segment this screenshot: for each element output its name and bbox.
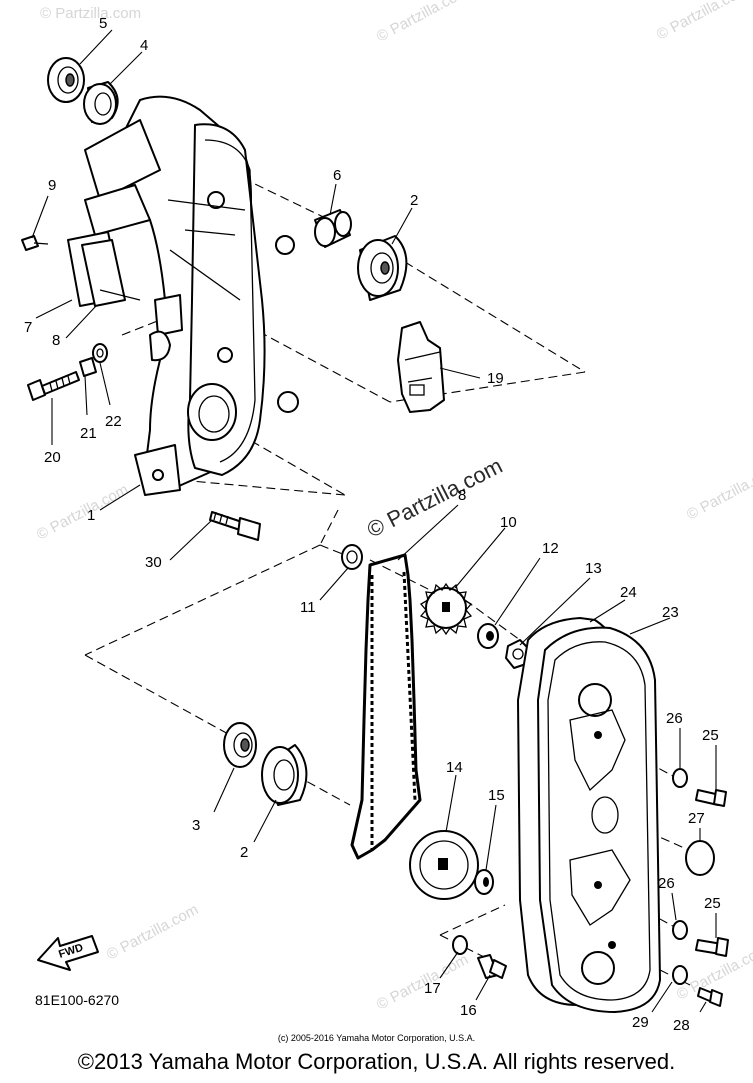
watermark-text: © Partzilla.com [654, 0, 751, 44]
bolt-20 [27, 371, 80, 401]
callout-6: 6 [333, 167, 341, 184]
cover-23 [537, 626, 661, 1013]
callout-4: 4 [140, 37, 148, 54]
nut-21 [79, 357, 97, 377]
washer-26-upper [672, 768, 688, 788]
callout-27: 27 [688, 810, 705, 827]
bolt-16 [477, 954, 507, 979]
callout-16: 16 [460, 1002, 477, 1019]
callout-9: 9 [48, 177, 56, 194]
callout-11: 11 [300, 599, 316, 616]
callout-2-lower: 2 [240, 844, 248, 861]
callout-23: 23 [662, 604, 679, 621]
bolt-25-lower [695, 937, 729, 957]
tensioner-19 [397, 321, 445, 413]
center-watermark: © Partzilla.com [363, 453, 506, 543]
screw-9 [21, 235, 49, 251]
callout-1: 1 [87, 507, 95, 524]
callout-12: 12 [542, 540, 559, 557]
leader-lines [31, 29, 717, 1013]
sprocket-14 [409, 830, 479, 900]
callout-30: 30 [145, 554, 162, 571]
watermark-text: © Partzilla.com [374, 0, 471, 46]
callout-26-lower: 26 [658, 875, 675, 892]
washer-26-lower [672, 920, 688, 940]
callout-25-upper: 25 [702, 727, 719, 744]
callout-20: 20 [44, 449, 61, 466]
oil-seal-5 [47, 57, 85, 103]
callout-21: 21 [80, 425, 97, 442]
callout-5: 5 [99, 15, 107, 32]
small-copyright: (c) 2005-2016 Yamaha Motor Corporation, … [277, 1033, 476, 1043]
washer-17 [452, 935, 468, 955]
callout-29: 29 [632, 1014, 649, 1031]
callout-13: 13 [585, 560, 602, 577]
callout-28: 28 [673, 1017, 690, 1034]
callout-10: 10 [500, 514, 517, 531]
callout-14: 14 [446, 759, 463, 776]
drive-chain [350, 553, 422, 860]
bolt-28 [697, 987, 723, 1007]
diagram-code: 81E100-6270 [35, 992, 119, 1008]
callout-19: 19 [487, 370, 504, 387]
watermark-text: © Partzilla.com [40, 5, 141, 22]
callout-3: 3 [192, 817, 200, 834]
gasket-8 [81, 239, 141, 307]
callout-24: 24 [620, 584, 637, 601]
bolt-30 [209, 511, 261, 541]
callout-22: 22 [105, 413, 122, 430]
bolt-25-upper [695, 789, 727, 807]
watermark-text: © Partzilla.com [684, 461, 753, 523]
washer-29 [672, 965, 688, 985]
washer-15 [474, 869, 494, 895]
callout-15: 15 [488, 787, 505, 804]
bearing-2-upper [357, 235, 408, 301]
callout-8: 8 [52, 332, 60, 349]
sprocket-10 [419, 582, 473, 636]
washer-12 [477, 623, 499, 649]
callout-7: 7 [24, 319, 32, 336]
callout-numbers: 5 4 9 7 8 20 21 22 1 30 6 2 19 8 11 10 1… [24, 15, 721, 1034]
washer-22 [92, 343, 108, 363]
collar-11 [341, 544, 363, 570]
callout-8-chain: 8 [458, 487, 466, 504]
watermark-text: © Partzilla.com [34, 481, 131, 543]
cap-27 [685, 840, 715, 876]
fwd-arrow-icon: FWD [37, 935, 99, 971]
oil-seal-3 [223, 722, 257, 768]
collar-6 [314, 209, 352, 248]
callout-2-upper: 2 [410, 192, 418, 209]
bearing-4 [83, 81, 119, 125]
callout-26-upper: 26 [666, 710, 683, 727]
bearing-2-lower [261, 744, 308, 806]
callout-25-lower: 25 [704, 895, 721, 912]
main-copyright: ©2013 Yamaha Motor Corporation, U.S.A. A… [77, 1049, 676, 1074]
callout-17: 17 [424, 980, 441, 997]
watermark-text: © Partzilla.com [374, 951, 471, 1013]
chain-case-1 [84, 95, 299, 496]
watermark-text: © Partzilla.com [104, 901, 201, 963]
